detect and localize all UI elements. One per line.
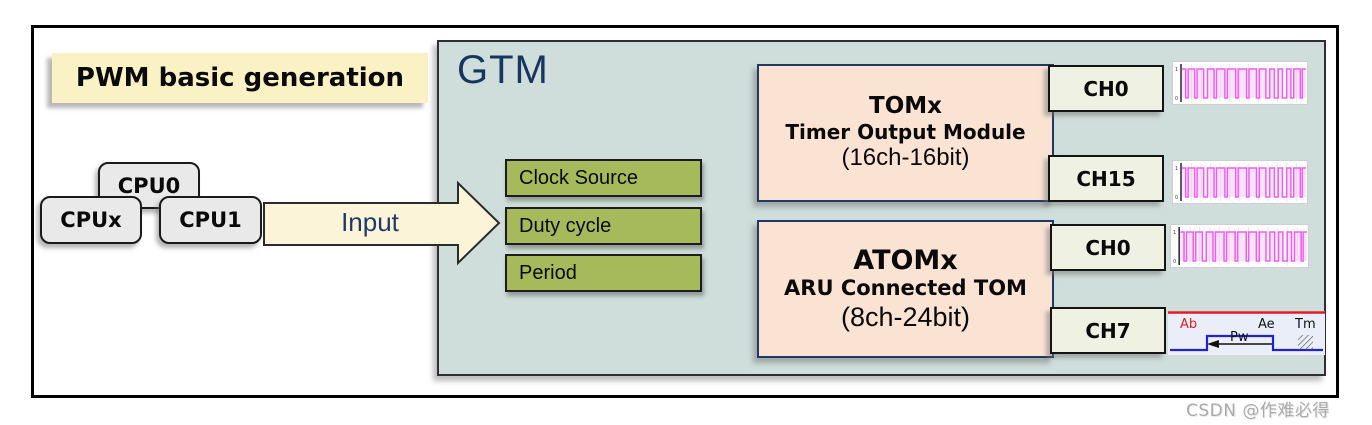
tom-ch15-label: CH15 <box>1076 166 1136 191</box>
tom-module-block: TOMx Timer Output Module (16ch-16bit) <box>757 64 1054 202</box>
pwm-waveform: 1 0 <box>1175 64 1306 102</box>
atom-channel-ch0: CH0 <box>1050 224 1166 271</box>
tom-channel-ch0: CH0 <box>1048 65 1164 112</box>
wave-axis-high: 1 <box>1173 230 1176 236</box>
watermark: CSDN @作难必得 <box>1186 401 1330 421</box>
tom-module-name: TOMx <box>869 93 942 120</box>
wave-axis-high: 1 <box>1175 67 1178 73</box>
diagram-title-box: PWM basic generation <box>52 53 428 103</box>
timing-label-tm: Tm <box>1294 317 1316 332</box>
pwm-waveform: 1 0 <box>1175 163 1306 201</box>
param-duty-cycle: Duty cycle <box>505 207 702 245</box>
param-clock-source: Clock Source <box>505 159 702 197</box>
atom-module-spec: (8ch-24bit) <box>840 301 971 332</box>
cpu1-block: CPU1 <box>159 196 262 244</box>
tom-module-spec: (16ch-16bit) <box>841 143 970 171</box>
atom-module-block: ATOMx ARU Connected TOM (8ch-24bit) <box>757 220 1054 358</box>
timing-label-pw: Pw <box>1230 330 1249 345</box>
pwm-waveform-ch0: 1 0 <box>1172 61 1308 105</box>
atom-ch0-label: CH0 <box>1085 235 1131 260</box>
param-duty-cycle-label: Duty cycle <box>519 214 612 237</box>
pwm-waveform-atom-ch0: 1 0 <box>1170 224 1309 268</box>
tom-ch0-label: CH0 <box>1083 76 1129 101</box>
cpux-label: CPUx <box>60 208 122 232</box>
timing-pulse <box>1170 334 1323 352</box>
tm-hatch <box>1298 335 1313 350</box>
timing-label-ab: Ab <box>1180 317 1197 332</box>
wave-axis-low: 0 <box>1175 195 1178 201</box>
gtm-box: GTM Clock Source Duty cycle Period TOMx … <box>437 40 1326 376</box>
cpu0-label: CPU0 <box>117 173 181 198</box>
param-clock-source-label: Clock Source <box>519 166 638 189</box>
atom-channel-ch7: CH7 <box>1050 307 1166 354</box>
wave-axis-high: 1 <box>1175 166 1178 172</box>
atom-ch7-label: CH7 <box>1085 318 1131 343</box>
input-arrow <box>263 180 501 266</box>
param-period-label: Period <box>519 261 577 284</box>
gtm-title: GTM <box>457 48 549 92</box>
cpux-block: CPUx <box>40 196 142 244</box>
input-arrow-label: Input <box>341 207 399 237</box>
cpu1-label: CPU1 <box>179 208 242 232</box>
pw-arrowhead-icon <box>1207 340 1219 348</box>
input-arrow-shape <box>263 180 501 266</box>
atom-module-name: ATOMx <box>853 244 958 276</box>
tom-module-subtitle: Timer Output Module <box>785 119 1026 144</box>
atom-module-subtitle: ARU Connected TOM <box>784 275 1027 300</box>
timing-diagram-svg: Ab Ae Tm Pw <box>1168 311 1325 355</box>
param-period: Period <box>505 254 702 292</box>
tom-channel-ch15: CH15 <box>1048 155 1164 202</box>
atom-timing-diagram: Ab Ae Tm Pw <box>1168 311 1325 355</box>
wave-axis-low: 0 <box>1175 96 1178 102</box>
timing-label-ae: Ae <box>1258 317 1275 332</box>
pwm-waveform: 1 0 <box>1173 227 1307 265</box>
wave-axis-low: 0 <box>1173 259 1176 265</box>
diagram-title: PWM basic generation <box>75 63 405 93</box>
pwm-waveform-ch15: 1 0 <box>1172 160 1308 204</box>
